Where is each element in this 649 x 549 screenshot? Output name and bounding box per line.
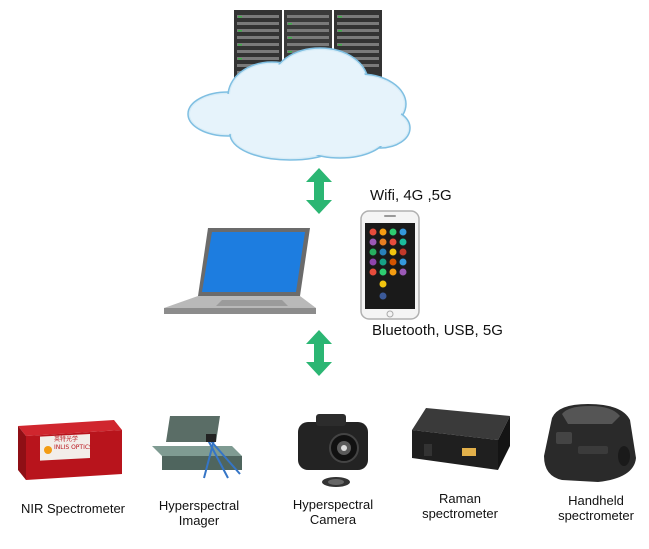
device-label-handheld: Handheld spectrometer [558, 493, 634, 523]
raman-spectrometer-image [406, 404, 516, 476]
nir-logo-text: 英特光学 INLIS OPTICS [54, 436, 93, 451]
device-connection-label: Bluetooth, USB, 5G [372, 322, 503, 339]
cloud-connection-label: Wifi, 4G ,5G [370, 187, 452, 204]
device-label-hyperspectral-imager: Hyperspectral Imager [158, 498, 240, 528]
handheld-spectrometer-image [538, 398, 642, 486]
double-arrow-bottom-icon [306, 330, 332, 376]
laptop-icon [160, 226, 320, 318]
device-label-raman: Raman spectrometer [422, 491, 498, 521]
hyperspectral-camera-image [292, 412, 374, 490]
double-arrow-top-icon [306, 168, 332, 214]
device-label-nir: NIR Spectrometer [20, 501, 126, 516]
hyperspectral-imager-image [148, 412, 248, 482]
nir-spectrometer-image: 英特光学 INLIS OPTICS [14, 416, 126, 482]
server-rack-icon [187, 10, 411, 161]
server-cloud [180, 6, 416, 166]
smartphone-icon [360, 210, 420, 320]
device-label-hyperspectral-camera: Hyperspectral Camera [292, 497, 374, 527]
